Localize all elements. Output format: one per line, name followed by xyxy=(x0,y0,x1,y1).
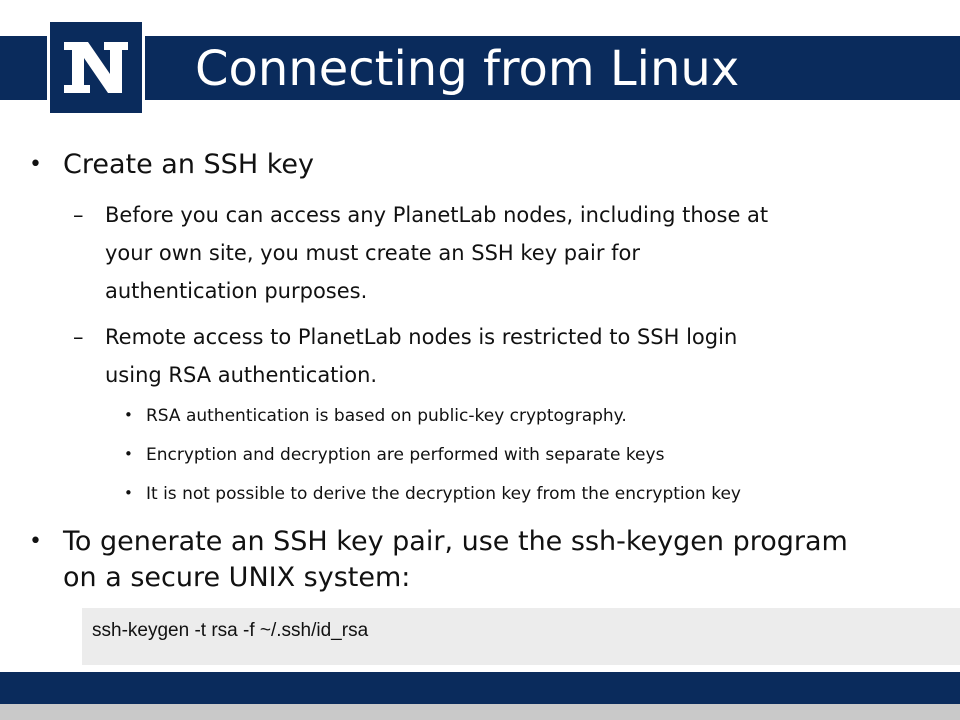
block-n-logo-icon xyxy=(64,42,128,93)
bullet-marker: • xyxy=(29,152,42,177)
detail-item-derive-key: • It is not possible to derive the decry… xyxy=(124,482,936,506)
bullet-marker: • xyxy=(29,529,42,554)
subpoint-line: Before you can access any PlanetLab node… xyxy=(105,203,769,227)
subpoint-line: your own site, you must create an SSH ke… xyxy=(105,241,641,265)
bullet-generate-key-pair: • To generate an SSH key pair, use the s… xyxy=(29,524,923,596)
bullet-line: on a secure UNIX system: xyxy=(63,562,411,593)
code-block: ssh-keygen -t rsa -f ~/.ssh/id_rsa xyxy=(82,608,960,665)
detail-text: RSA authentication is based on public-ke… xyxy=(146,406,627,426)
footer-strip xyxy=(0,704,960,720)
subpoint-remote-access: – Remote access to PlanetLab nodes is re… xyxy=(73,318,925,394)
bullet-marker: • xyxy=(124,445,133,463)
subpoint-line: Remote access to PlanetLab nodes is rest… xyxy=(105,325,738,349)
detail-item-separate-keys: • Encryption and decryption are performe… xyxy=(124,443,936,467)
footer-bar xyxy=(0,672,960,704)
slide-title: Connecting from Linux xyxy=(195,41,740,97)
dash-marker: – xyxy=(73,325,84,349)
university-logo xyxy=(47,19,145,116)
bullet-marker: • xyxy=(124,406,133,424)
detail-text: Encryption and decryption are performed … xyxy=(146,445,665,465)
subpoint-before-access: – Before you can access any PlanetLab no… xyxy=(73,196,925,310)
subpoint-line: using RSA authentication. xyxy=(105,363,378,387)
code-command: ssh-keygen -t rsa -f ~/.ssh/id_rsa xyxy=(92,620,369,641)
bullet-line: To generate an SSH key pair, use the ssh… xyxy=(63,526,848,557)
bullet-marker: • xyxy=(124,484,133,502)
detail-item-rsa-public-key: • RSA authentication is based on public-… xyxy=(124,404,936,428)
bullet-create-ssh-key: • Create an SSH key xyxy=(29,147,923,183)
title-bar xyxy=(0,36,960,100)
subpoint-line: authentication purposes. xyxy=(105,279,368,303)
detail-text: It is not possible to derive the decrypt… xyxy=(146,484,741,504)
dash-marker: – xyxy=(73,203,84,227)
bullet-text: Create an SSH key xyxy=(63,149,314,180)
